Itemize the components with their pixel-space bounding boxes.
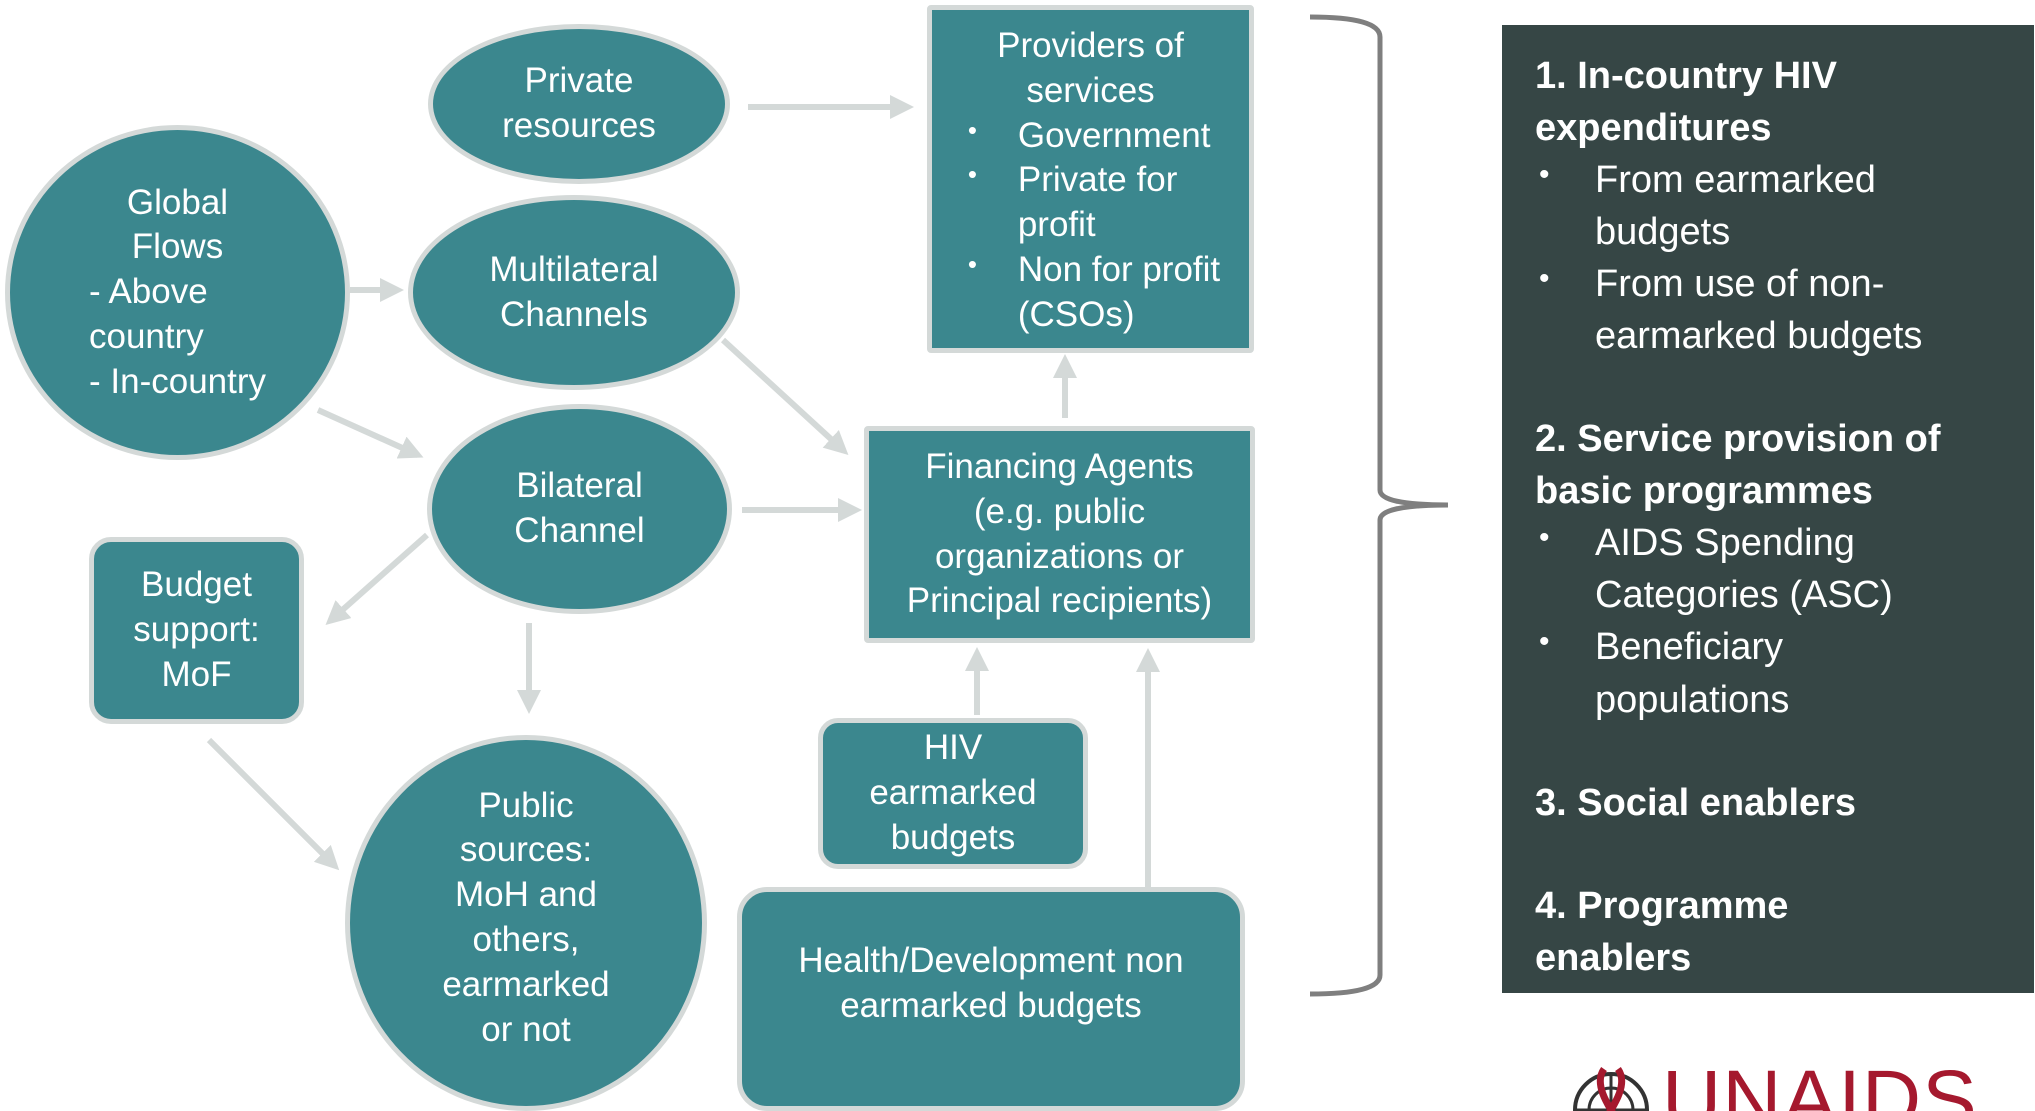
hiv-earmarked-label: HIV earmarked budgets xyxy=(869,728,1037,857)
panel-section-list: AIDS Spending Categories (ASC) Beneficia… xyxy=(1535,517,2014,725)
node-non-earmarked-budgets: Health/Development non earmarked budgets xyxy=(737,887,1245,1111)
node-public-sources: Public sources: MoH and others, earmarke… xyxy=(345,735,707,1111)
global-flows-item: - Above country xyxy=(89,272,208,356)
summary-panel: 1. In-country HIV expenditures From earm… xyxy=(1502,25,2034,993)
panel-item: Beneficiary populations xyxy=(1535,621,2014,725)
node-hiv-earmarked: HIV earmarked budgets xyxy=(818,718,1088,869)
panel-item: From earmarked budgets xyxy=(1535,154,2014,258)
financing-agents-label: Financing Agents (e.g. public organizati… xyxy=(906,446,1213,621)
node-providers: Providers of services Government Private… xyxy=(927,5,1254,353)
panel-section-list: From earmarked budgets From use of non- … xyxy=(1535,154,2014,362)
node-multilateral-channels: Multilateral Channels xyxy=(408,195,740,390)
node-financing-agents: Financing Agents (e.g. public organizati… xyxy=(864,426,1255,643)
multilateral-label: Multilateral Channels xyxy=(489,249,659,334)
global-flows-content: Global Flows - Above country - In-countr… xyxy=(89,181,266,405)
panel-section-title: 4. Programme enablers xyxy=(1535,884,1789,979)
unaids-logo: UNAIDS xyxy=(1566,1055,1986,1111)
panel-section: 3. Social enablers xyxy=(1535,777,2014,829)
panel-section-title: 3. Social enablers xyxy=(1535,781,1857,824)
un-emblem-icon xyxy=(1573,1066,1649,1111)
private-resources-label: Private resources xyxy=(502,61,656,145)
panel-section: 2. Service provision of basic programmes… xyxy=(1535,413,2014,725)
arrow-global-to-bilateral xyxy=(316,407,424,459)
arrow-bilateral-to-budget-support xyxy=(325,532,429,625)
node-global-flows: Global Flows - Above country - In-countr… xyxy=(5,125,350,460)
panel-item: From use of non- earmarked budgets xyxy=(1535,258,2014,362)
providers-list: Government Private for profit Non for pr… xyxy=(956,114,1220,338)
right-brace xyxy=(1309,14,1449,997)
providers-item: Private for profit xyxy=(956,158,1220,248)
providers-content: Providers of services Government Private… xyxy=(961,24,1220,338)
budget-support-label: Budget support: MoF xyxy=(133,565,260,694)
panel-section: 1. In-country HIV expenditures From earm… xyxy=(1535,50,2014,362)
panel-section: 4. Programme enablers xyxy=(1535,880,2014,984)
providers-title: Providers of services xyxy=(997,26,1184,110)
node-bilateral-channel: Bilateral Channel xyxy=(427,404,732,614)
global-flows-item: - In-country xyxy=(89,361,266,401)
providers-item: Non for profit (CSOs) xyxy=(956,248,1220,338)
non-earmarked-label: Health/Development non earmarked budgets xyxy=(798,941,1184,1025)
arrow-multilateral-to-financing xyxy=(720,337,849,456)
bilateral-label: Bilateral Channel xyxy=(514,466,645,550)
providers-item: Government xyxy=(956,114,1220,159)
global-flows-title: Global Flows xyxy=(126,182,229,267)
panel-item: AIDS Spending Categories (ASC) xyxy=(1535,517,2014,621)
panel-section-title: 2. Service provision of basic programmes xyxy=(1535,418,1941,513)
panel-section-title: 1. In-country HIV expenditures xyxy=(1535,55,1837,150)
arrow-budget-support-to-public xyxy=(206,737,340,871)
node-private-resources: Private resources xyxy=(428,24,730,184)
public-sources-label: Public sources: MoH and others, earmarke… xyxy=(442,785,610,1049)
unaids-wordmark: UNAIDS xyxy=(1662,1055,1978,1111)
node-budget-support: Budget support: MoF xyxy=(89,537,304,724)
